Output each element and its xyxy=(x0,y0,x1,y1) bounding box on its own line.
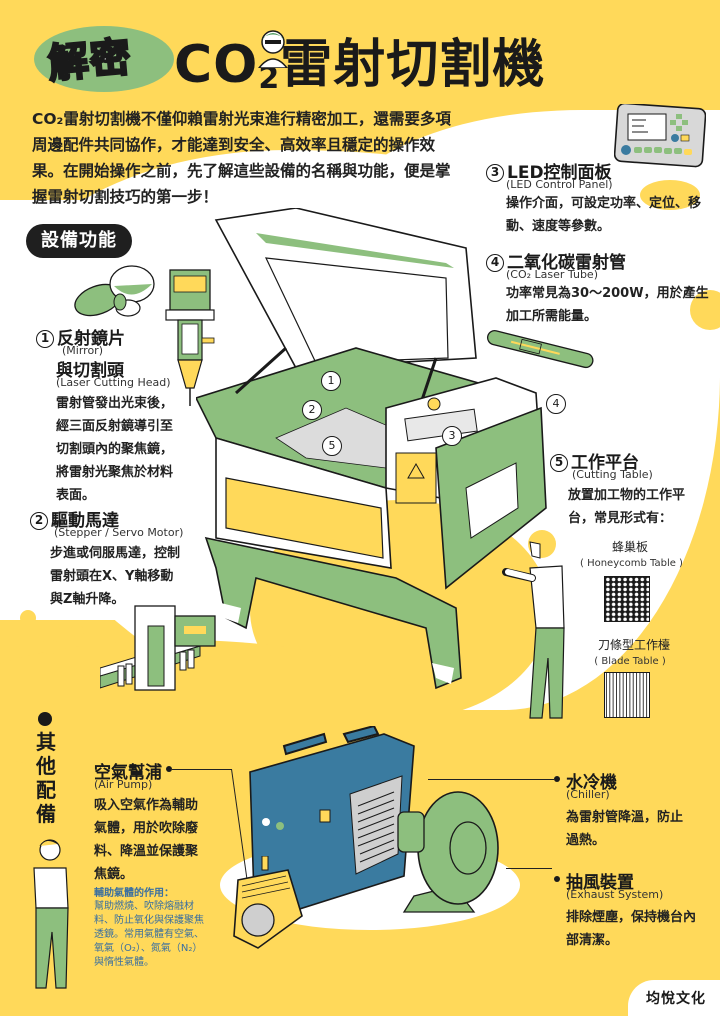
machine-tag-3: 3 xyxy=(442,426,462,446)
chiller-title: 水冷機 xyxy=(566,773,617,793)
background-yellow-spot xyxy=(20,610,36,626)
honeycomb-table-english: ( Honeycomb Table ) xyxy=(580,558,683,569)
item-5-description: 放置加工物的工作平台，常見形式有： xyxy=(568,488,686,526)
exhaust-title: 抽風裝置 xyxy=(566,873,634,893)
item-1-title-2: 與切割頭 xyxy=(56,361,124,381)
led-control-panel-illustration xyxy=(614,104,706,168)
background-yellow-spot xyxy=(40,640,60,654)
item-4-english: (CO₂ Laser Tube) xyxy=(506,268,598,281)
thinking-person-illustration xyxy=(33,839,69,989)
item-2-number: 2 xyxy=(30,512,48,530)
exhaust-leader-line xyxy=(506,868,552,869)
title-main-text: CO2雷射切割機 xyxy=(174,22,545,97)
chiller-bullet xyxy=(554,776,560,782)
title-co: CO xyxy=(174,35,259,95)
laser-cutter-machine-illustration xyxy=(196,208,547,690)
drive-motor-illustration xyxy=(100,605,216,691)
blade-table-english: ( Blade Table ) xyxy=(594,656,666,667)
item-2-title-text: 驅動馬達 xyxy=(51,511,119,531)
bullet-icon xyxy=(38,712,52,726)
honeycomb-pattern-icon xyxy=(604,576,650,622)
mirror-illustration xyxy=(74,265,155,317)
aux-gas-title: 輔助氣體的作用： xyxy=(94,888,174,899)
item-4-title-text: 二氧化碳雷射管 xyxy=(507,253,626,273)
item-1-english: (Mirror) xyxy=(62,344,103,357)
air-pump-illustration xyxy=(233,856,303,949)
machine-tag-4: 4 xyxy=(546,394,566,414)
item-5-title-text: 工作平台 xyxy=(571,453,639,473)
aux-gas-description: 幫助燃燒、吹除熔融材料、防止氧化與保護聚焦透鏡。常用氣體有空氣、氧氣（O₂）、氮… xyxy=(94,901,204,968)
chiller-description: 為雷射管降溫，防止過熱。 xyxy=(566,810,684,848)
background-yellow-spot xyxy=(640,180,700,210)
exhaust-fan-illustration xyxy=(397,791,499,913)
item-1-number: 1 xyxy=(36,330,54,348)
exhaust-bullet xyxy=(554,876,560,882)
section-label: 設備功能 xyxy=(26,224,132,258)
air-pump-description: 吸入空氣作為輔助氣體，用於吹除廢料、降溫並保護聚焦鏡。 xyxy=(94,798,199,882)
item-3-title-text: LED控制面板 xyxy=(507,163,612,183)
item-1-title-text: 反射鏡片 xyxy=(57,329,125,349)
item-2-english: (Stepper / Servo Motor) xyxy=(54,526,184,539)
intro-paragraph: CO₂雷射切割機不僅仰賴雷射光束進行精密加工，還需要多項周邊配件共同協作，才能達… xyxy=(32,110,451,206)
item-5-english: (Cutting Table) xyxy=(572,468,653,481)
background-yellow-spot xyxy=(690,290,720,330)
title-subscript: 2 xyxy=(258,61,281,96)
publisher-name: 均悅文化 xyxy=(646,991,706,1007)
laser-cutting-head-illustration xyxy=(165,269,215,406)
blade-pattern-icon xyxy=(604,672,650,718)
worker-figure-illustration xyxy=(502,530,565,719)
item-3-number: 3 xyxy=(486,164,504,182)
chiller-leader-line xyxy=(428,779,554,780)
chiller-english: (Chiller) xyxy=(566,788,610,801)
item-3-english: (LED Control Panel) xyxy=(506,178,613,191)
item-4-number: 4 xyxy=(486,254,504,272)
blade-table-label: 刀條型工作檯 xyxy=(597,638,670,652)
item-5-number: 5 xyxy=(550,454,568,472)
item-4-description: 功率常見為30～200W，用於產生加工所需能量。 xyxy=(506,286,709,324)
other-equipment-title: 其他配備 xyxy=(36,730,56,826)
publisher-badge: 均悅文化 xyxy=(628,980,720,1016)
title-suffix: 雷射切割機 xyxy=(280,35,546,95)
exhaust-description: 排除煙塵，保持機台內部清潔。 xyxy=(566,910,697,948)
machine-tag-2: 2 xyxy=(302,400,322,420)
item-2-description: 步進或伺服馬達，控制雷射頭在X、Y軸移動與Z軸升降。 xyxy=(50,546,181,607)
air-pump-leader-line xyxy=(172,769,232,770)
mascot-icon xyxy=(258,30,288,68)
air-pump-english: (Air Pump) xyxy=(94,778,153,791)
chiller-illustration xyxy=(249,726,415,913)
air-pump-title: 空氣幫浦 xyxy=(94,763,162,783)
laser-tube-illustration xyxy=(486,330,594,369)
machine-tag-5: 5 xyxy=(322,436,342,456)
item-3-description: 操作介面，可設定功率、定位、移動、速度等參數。 xyxy=(506,196,702,234)
title-badge-blob xyxy=(34,26,174,92)
background-yellow-spot xyxy=(70,625,84,637)
honeycomb-table-label: 蜂巢板 xyxy=(611,540,648,554)
item-1-description: 雷射管發出光束後，經三面反射鏡導引至切割頭內的聚焦鏡，將雷射光聚焦於材料表面。 xyxy=(56,396,174,503)
page-title: 解密 CO2雷射切割機 xyxy=(24,16,704,96)
machine-tag-1: 1 xyxy=(321,371,341,391)
exhaust-english: (Exhaust System) xyxy=(566,888,664,901)
title-badge-text: 解密 xyxy=(45,33,135,89)
item-1-english-2: (Laser Cutting Head) xyxy=(56,376,171,389)
air-pump-bullet xyxy=(166,766,172,772)
